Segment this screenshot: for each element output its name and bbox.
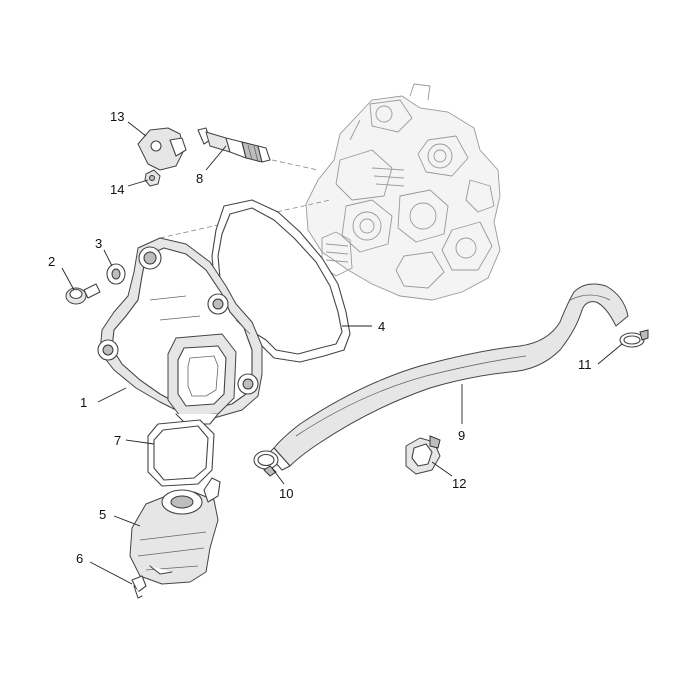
callout-2: 2 — [48, 254, 55, 269]
assembly-guide-lines — [159, 159, 331, 239]
callout-11: 11 — [578, 357, 592, 372]
callout-12: 12 — [452, 476, 466, 491]
callout-14: 14 — [110, 182, 124, 197]
callout-labels: 1 2 3 4 5 6 7 8 9 10 11 12 13 14 — [48, 109, 592, 566]
leader-lines — [61, 121, 623, 585]
leader-2 — [61, 267, 75, 291]
callout-4: 4 — [378, 319, 385, 334]
callout-10: 10 — [279, 486, 293, 501]
leader-8 — [205, 145, 227, 171]
callout-8: 8 — [196, 171, 203, 186]
cover-bolt — [65, 283, 101, 305]
bolt-washer — [106, 263, 126, 285]
leader-5 — [113, 515, 141, 527]
callout-13: 13 — [110, 109, 124, 124]
leader-3 — [103, 249, 113, 267]
leader-11 — [597, 343, 623, 365]
callout-1: 1 — [80, 395, 87, 410]
callout-7: 7 — [114, 433, 121, 448]
leader-6 — [89, 561, 133, 585]
callout-5: 5 — [99, 507, 106, 522]
hose-clamp-end — [619, 329, 649, 348]
hose-clamp-small — [253, 450, 279, 477]
cover-gasket — [211, 199, 351, 363]
callout-3: 3 — [95, 236, 102, 251]
cylinder-head-ghost — [305, 83, 501, 301]
leader-12 — [431, 461, 453, 477]
hose-retaining-clip — [405, 435, 441, 475]
breather-housing — [129, 477, 221, 585]
leader-10 — [271, 467, 285, 485]
spark-plug — [197, 127, 271, 163]
callout-9: 9 — [458, 428, 465, 443]
leader-14 — [127, 179, 149, 187]
leader-7 — [125, 439, 155, 445]
housing-screw — [131, 575, 147, 599]
breather-seal — [147, 419, 215, 487]
callout-6: 6 — [76, 551, 83, 566]
leader-1 — [97, 387, 127, 403]
leader-13 — [127, 121, 147, 137]
spark-plug-bracket — [137, 127, 187, 171]
bracket-nut — [144, 169, 161, 187]
cylinder-head-cover — [97, 237, 263, 425]
